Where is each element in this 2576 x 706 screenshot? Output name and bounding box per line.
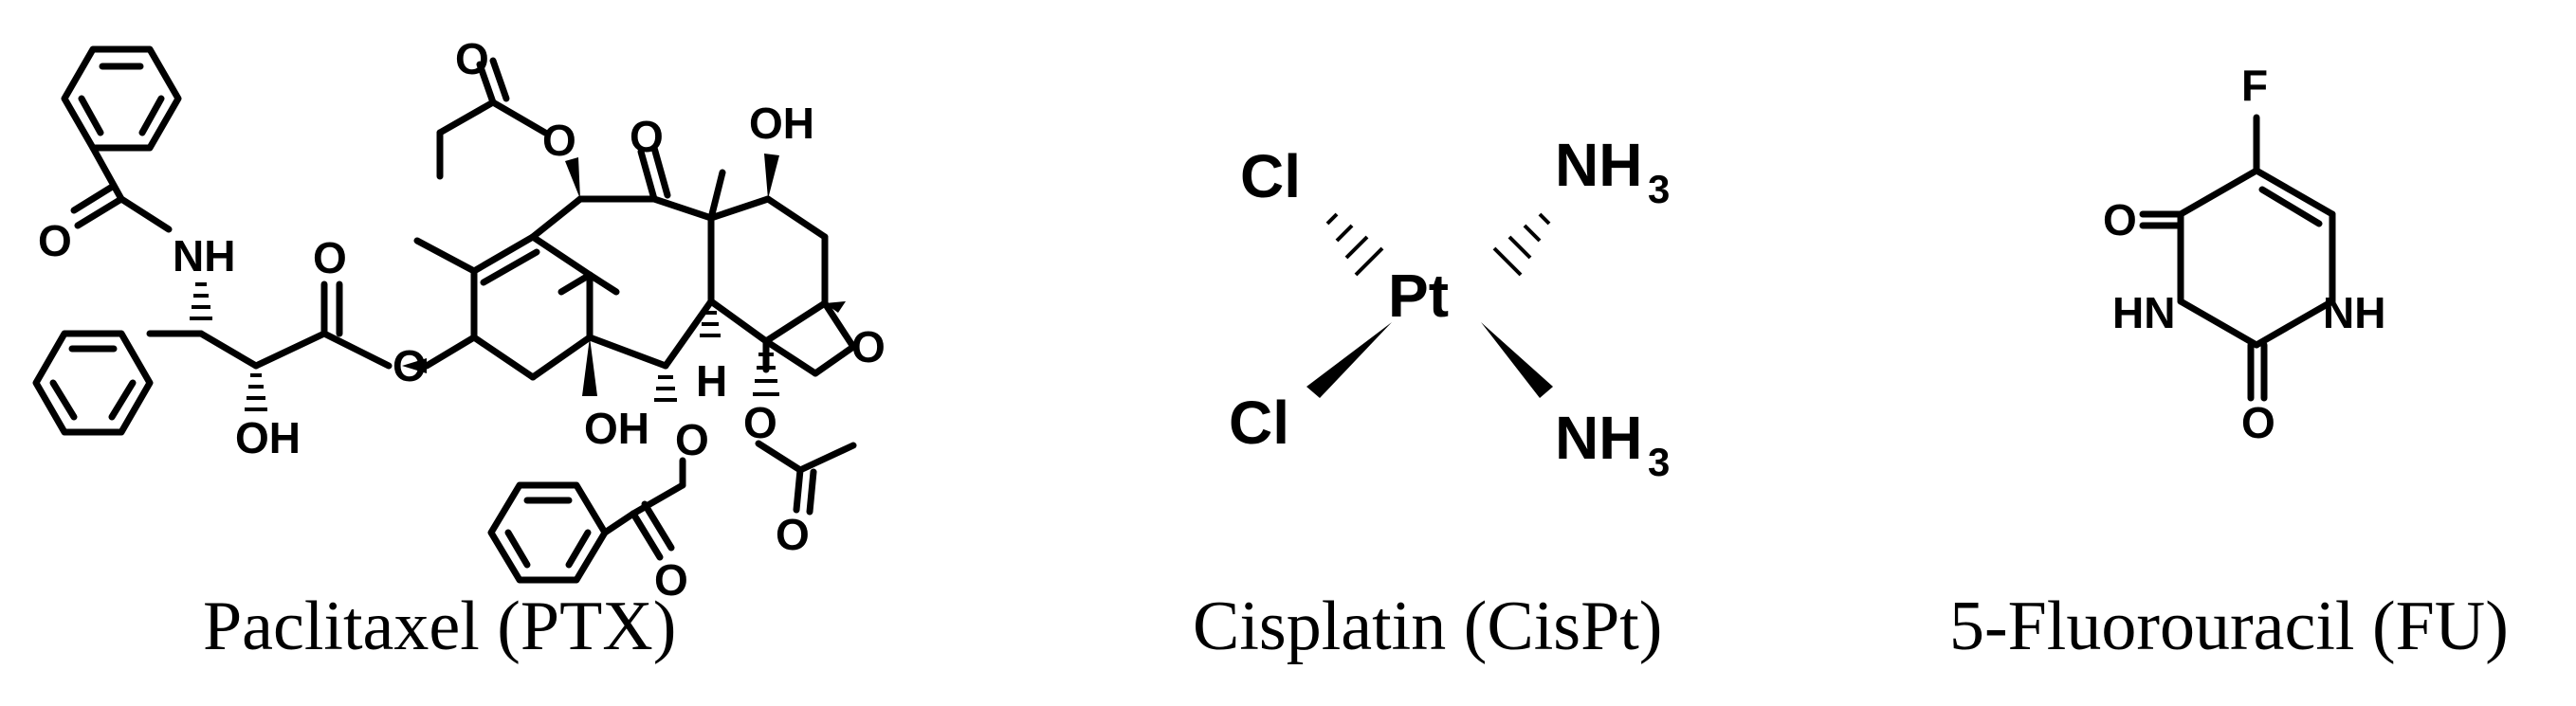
atom-nh: NH	[2323, 288, 2385, 337]
atom-o-acetyl-top-carbonyl: O	[455, 34, 489, 83]
atom-o-acetate-carbonyl: O	[776, 510, 810, 559]
caption-fluorouracil: 5-Fluorouracil (FU)	[1949, 588, 2509, 665]
cisplatin-wedge-bonds	[1306, 322, 1553, 398]
atom-nh-top: NH	[1555, 131, 1642, 199]
atom-o-top: O	[2103, 195, 2137, 244]
acetyl-top-bonds	[436, 57, 549, 180]
atom-oh-core: OH	[584, 404, 649, 453]
hashed-bonds-core	[654, 311, 779, 402]
atom-nh-bottom: NH	[1555, 404, 1642, 472]
atom-o-acetyl-top: O	[542, 116, 576, 165]
atom-oh-top: OH	[749, 99, 814, 148]
atom-f: F	[2241, 61, 2268, 110]
fluorouracil-bonds	[2139, 114, 2336, 402]
acetate-bonds	[755, 440, 857, 516]
atom-hn: HN	[2112, 288, 2175, 337]
atom-o-benzoyl: O	[38, 216, 72, 265]
atom-oh-sidechain: OH	[235, 413, 301, 462]
atom-cl-top: Cl	[1240, 142, 1301, 210]
caption-cisplatin: Cisplatin (CisPt)	[1193, 588, 1663, 665]
atom-o-benzoate: O	[675, 415, 709, 464]
phenyl-ring-bonds	[32, 281, 393, 436]
subscript-3-bottom: 3	[1648, 440, 1670, 484]
caption-paclitaxel: Paclitaxel (PTX)	[203, 588, 677, 665]
wedge-bonds-core	[402, 154, 846, 396]
atom-o-benzoate-carbonyl: O	[654, 555, 688, 605]
atom-o-acetate: O	[743, 398, 777, 447]
atom-o-ester-carbonyl: O	[313, 233, 347, 282]
atom-nh: NH	[173, 231, 235, 281]
hashed-bonds-sidechain	[190, 282, 267, 411]
atom-o-bottom: O	[2241, 398, 2275, 447]
cisplatin-hashed-bonds	[1325, 212, 1551, 277]
benzoyl-ring-bonds	[61, 45, 182, 233]
atom-o-ketone: O	[630, 112, 664, 161]
atom-o-oxetane: O	[851, 322, 886, 371]
atom-pt: Pt	[1388, 262, 1449, 330]
atom-cl-bottom: Cl	[1229, 389, 1289, 457]
subscript-3-top: 3	[1648, 167, 1670, 211]
atom-h-core: H	[696, 356, 727, 406]
benzoate-bonds	[487, 457, 686, 584]
